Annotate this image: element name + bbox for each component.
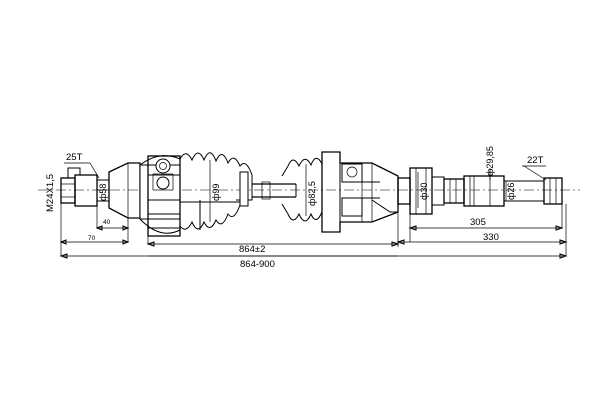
- left-spline-label: 25T: [66, 152, 83, 163]
- right-spline-label: 22T: [527, 155, 544, 166]
- dim-305-label: 305: [470, 217, 486, 228]
- dim-29-85-label: ф29,85: [485, 146, 495, 176]
- dim-70-label: 70: [88, 235, 96, 242]
- dim-330-label: 330: [483, 232, 499, 243]
- dim-82-5-label: ф82,5: [307, 181, 317, 206]
- dim-26-label: ф26: [506, 183, 516, 200]
- intermediate-shaft: [252, 181, 296, 200]
- dim-40-label: 40: [103, 219, 111, 226]
- dimension-lines: [59, 160, 568, 259]
- right-inner-joint: [321, 151, 399, 233]
- dim-99-label: ф99: [211, 184, 221, 201]
- right-stub-shaft: [397, 167, 563, 215]
- dim-864-900-label: 864-900: [240, 259, 275, 270]
- extension-lines: [60, 203, 567, 256]
- left-cv-joint: [108, 155, 181, 237]
- thread-label: M24X1,5: [45, 174, 56, 212]
- dim-30-label: ф30: [419, 183, 429, 200]
- right-boot: [281, 157, 323, 222]
- left-boot: [179, 152, 253, 230]
- dimension-labels: M24X1,5 25T 22T ф58 40 70 ф99 ф82,5 ф30 …: [45, 146, 544, 270]
- dim-864-label: 864±2: [239, 244, 265, 255]
- dim-58-label: ф58: [98, 184, 108, 201]
